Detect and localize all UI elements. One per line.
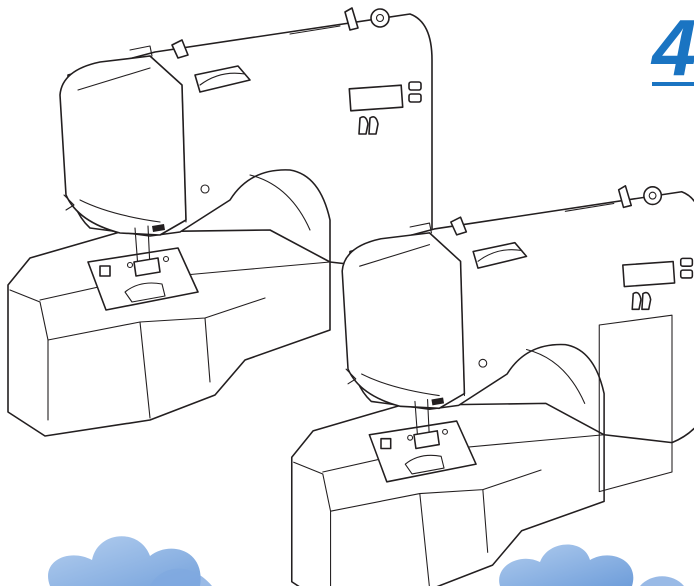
sewing-machine-right-image	[290, 185, 694, 586]
chapter-mark-underline	[652, 82, 694, 86]
flower-decoration-right	[499, 544, 684, 586]
flower-decoration-left	[48, 536, 212, 586]
chapter-mark: 4	[652, 3, 694, 92]
